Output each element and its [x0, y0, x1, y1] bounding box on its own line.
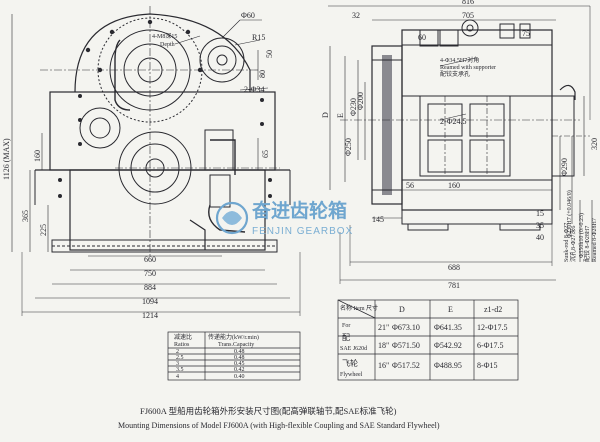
dim-1094: 1094	[142, 297, 158, 306]
fw-D-16: Φ517.52	[392, 361, 420, 370]
fw-z-16: 8-Φ15	[477, 361, 498, 370]
ratio-header-cn: 减速比	[174, 333, 192, 341]
dim-884: 884	[144, 283, 156, 292]
note-reamed-cn: 配铰 8-Φ28H7	[583, 226, 591, 262]
dim-160-side: 160	[448, 181, 460, 190]
fw-z-21: 12-Φ17.5	[477, 323, 508, 332]
note-2-phi24: 2-Φ24.5	[440, 117, 467, 126]
cap-row-5: 0.40	[234, 374, 245, 380]
ratio-row-4: 3.5	[176, 367, 184, 373]
flywheel-table-text: 名称 Item 尺寸 D E z1-d2 For 配 SAE J620d 飞轮 …	[340, 304, 508, 378]
front-view-dims: 660 750 884 1094 1214 1126 (MAX) 160 365…	[2, 11, 274, 320]
dim-80: 80	[258, 70, 267, 78]
dim-816: 816	[462, 0, 474, 6]
capacity-header-cn: 传递能力(kW/r.min)	[208, 333, 259, 341]
front-view	[11, 6, 301, 316]
note-reamed-cn: 配铰支承孔	[440, 70, 470, 78]
dim-15: 15	[536, 209, 544, 218]
dim-32: 32	[352, 11, 360, 20]
fw-row-for: For	[342, 323, 350, 329]
ratio-row-1: 2	[176, 349, 179, 355]
fw-col-z: z1-d2	[484, 305, 502, 314]
dim-160: 160	[33, 150, 42, 162]
dim-65: 65	[261, 150, 270, 158]
dim-320: 320	[590, 138, 599, 150]
dim-56: 56	[406, 181, 414, 190]
fw-col-E: E	[448, 305, 453, 314]
dim-225: 225	[39, 224, 48, 236]
dim-60: 60	[418, 33, 426, 42]
fw-size-21: 21"	[378, 323, 389, 332]
dim-660: 660	[144, 255, 156, 264]
ratio-row-3: 3	[176, 361, 179, 367]
dim-688: 688	[448, 263, 460, 272]
callout-2phi34: 2-Φ34	[244, 85, 265, 94]
flywheel-table	[337, 299, 519, 381]
callout-r15: R15	[252, 33, 265, 42]
dim-35: 35	[536, 221, 544, 230]
ratio-header-en: Ratios	[174, 342, 190, 348]
dim-50: 50	[265, 50, 274, 58]
fw-col-item: 名称 Item 尺寸	[340, 304, 378, 312]
fw-z-18: 6-Φ17.5	[477, 341, 504, 350]
dim-1214: 1214	[142, 311, 158, 320]
note-sunk-rod: Sunk-rod 8-Φ27	[564, 223, 570, 262]
callout-m8: 4-M8深15	[152, 32, 177, 40]
cap-row-2: 0.48	[234, 355, 245, 361]
note-reamed-8: Reamed 8-Φ28H7	[592, 218, 598, 262]
ratio-row-2: 2.5	[176, 355, 184, 361]
cap-row-3: 0.45	[234, 361, 245, 367]
dim-phi250: Φ250	[344, 138, 353, 156]
dim-40: 40	[536, 233, 544, 242]
dim-750: 750	[144, 269, 156, 278]
fw-size-16: 16"	[378, 361, 389, 370]
side-view	[328, 5, 593, 284]
watermark-en: FENJIN GEARBOX	[252, 226, 353, 237]
note-4-phi34: 4-Φ34.5H7对角	[440, 56, 479, 64]
callout-phi60: Φ60	[241, 11, 255, 20]
watermark-logo: 奋进齿轮箱 FENJIN GEARBOX	[215, 199, 353, 237]
dim-75: 75	[522, 29, 530, 38]
ratio-table-text: 减速比 Ratios 传递能力(kW/r.min) Trans.Capacity…	[174, 333, 259, 380]
dim-phi230h7: Φ230H7 (+0.046/0)	[566, 190, 573, 238]
dim-phi200: Φ200	[356, 92, 365, 110]
side-view-dims: 816 705 32 60 75 D E Φ230 Φ200 Φ250 145 …	[321, 0, 599, 290]
cap-row-1: 0.48	[234, 349, 245, 355]
note-reamed: Reamed with supporter	[440, 65, 496, 71]
callout-depth: Depth	[160, 42, 175, 48]
fw-col-D: D	[399, 305, 405, 314]
dim-781: 781	[448, 281, 460, 290]
caption-cn: FJ600A 型船用齿轮箱外形安装尺寸图(配高弹联轴节,配SAE标准飞轮)	[140, 406, 397, 416]
fw-E-16: Φ488.95	[434, 361, 462, 370]
fw-row-cn2: 飞轮	[342, 358, 358, 368]
fw-D-21: Φ673.10	[392, 323, 420, 332]
fw-D-18: Φ571.50	[392, 341, 420, 350]
fw-size-18: 18"	[378, 341, 389, 350]
dim-phi350h10: Φ350h10 (0/-0.23)	[578, 213, 585, 258]
dim-E: E	[336, 113, 345, 118]
dim-height-max: 1126 (MAX)	[2, 138, 11, 180]
note-sunk-cn: 沉孔8-Φ27深6	[569, 226, 577, 262]
fw-row-cn: 配	[342, 333, 350, 342]
fw-row-en: Flywheel	[340, 372, 363, 378]
capacity-header-en: Trans.Capacity	[218, 342, 254, 348]
ratio-table	[167, 331, 301, 381]
fw-E-18: Φ542.92	[434, 341, 462, 350]
dim-705: 705	[462, 11, 474, 20]
watermark-cn: 奋进齿轮箱	[251, 199, 347, 222]
fw-E-21: Φ641.35	[434, 323, 462, 332]
dim-D: D	[321, 112, 330, 118]
fw-row-code: SAE J620d	[340, 346, 367, 352]
ratio-row-5: 4	[176, 374, 179, 380]
caption-en: Mounting Dimensions of Model FJ600A (wit…	[118, 421, 440, 430]
dim-365: 365	[21, 210, 30, 222]
cap-row-4: 0.42	[234, 367, 245, 373]
dim-phi230: Φ230	[349, 98, 358, 116]
dim-phi290: Φ290	[560, 158, 569, 176]
dim-145: 145	[372, 215, 384, 224]
